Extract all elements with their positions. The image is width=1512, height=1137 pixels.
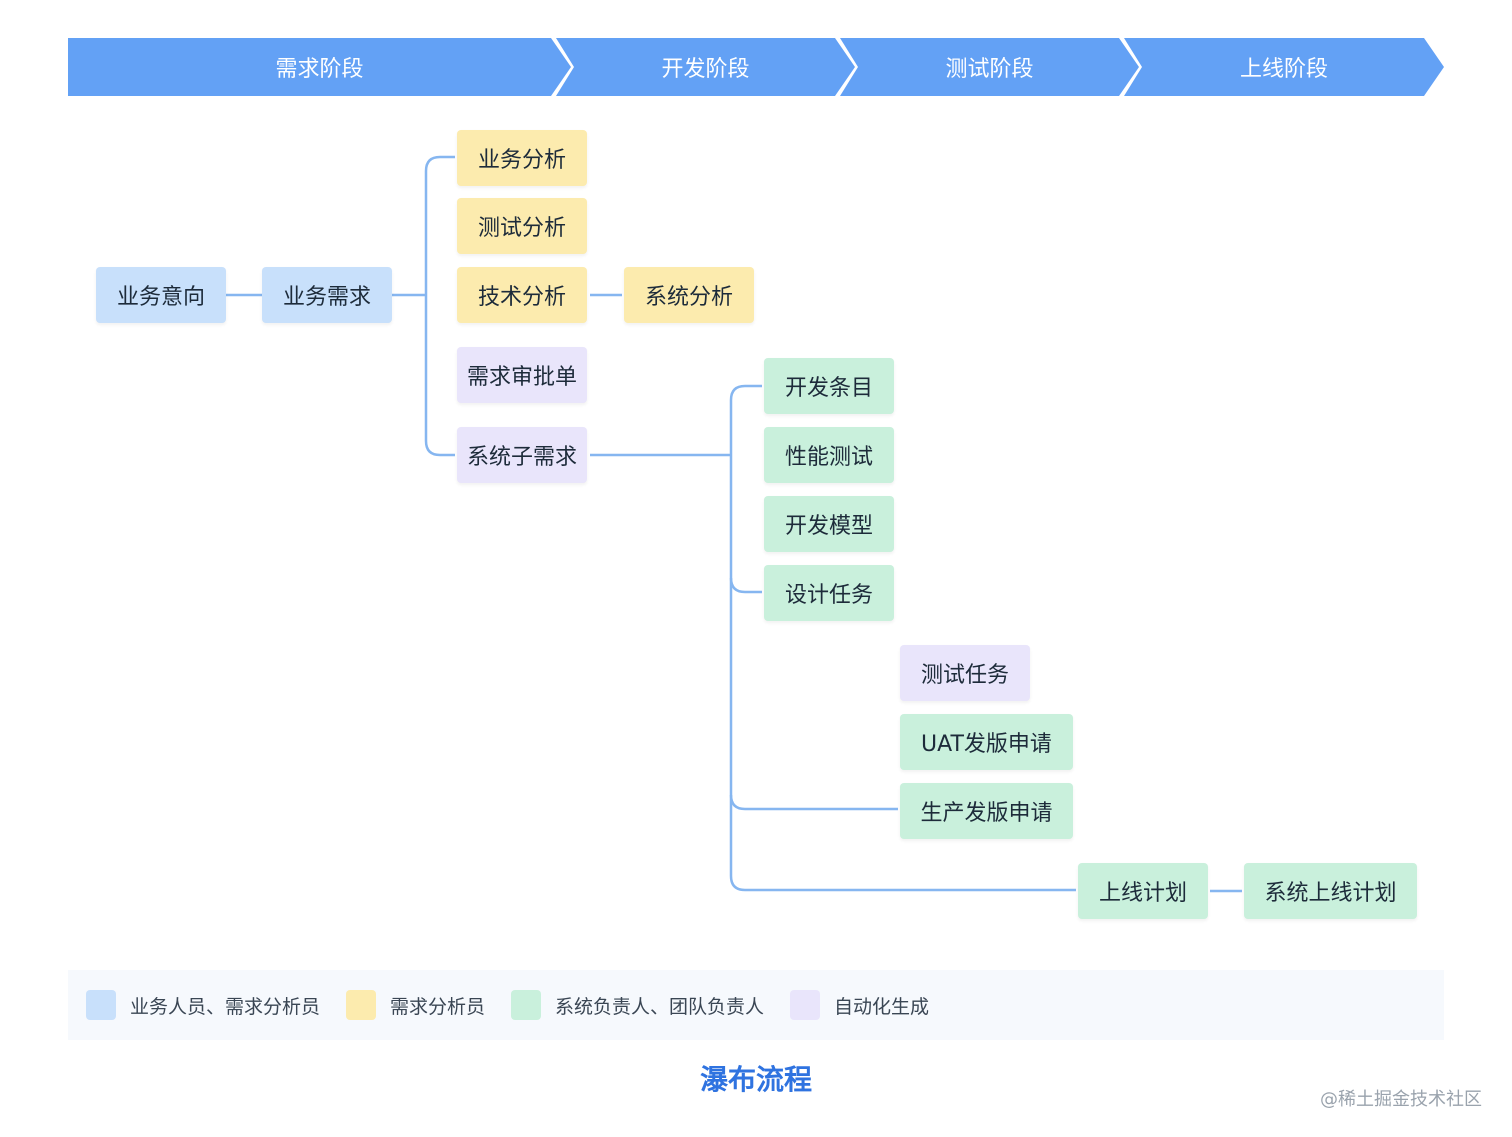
diagram-title: 瀑布流程: [699, 1063, 812, 1096]
phase-release: 上线阶段: [1124, 38, 1444, 96]
connector-prod-release: [729, 794, 898, 811]
phase-label: 测试阶段: [945, 57, 1034, 82]
node-test-task: 测试任务: [900, 645, 1030, 701]
node-dev-model: 开发模型: [764, 496, 894, 552]
phase-label: 需求阶段: [275, 57, 364, 82]
phase-development: 开发阶段: [556, 38, 855, 96]
node-business-intent: 业务意向: [96, 267, 226, 323]
phase-requirements: 需求阶段: [68, 38, 571, 96]
node-performance-test: 性能测试: [764, 427, 894, 483]
node-business-analysis: 业务分析: [457, 130, 587, 186]
node-system-sub-requirement: 系统子需求: [457, 427, 587, 483]
legend-label: 系统负责人、团队负责人: [555, 995, 765, 1018]
connector-demand-branch: [424, 155, 455, 457]
legend: 业务人员、需求分析员 需求分析员 系统负责人、团队负责人 自动化生成: [68, 970, 1444, 1040]
node-uat-release-request: UAT发版申请: [900, 714, 1073, 770]
node-requirement-approval: 需求审批单: [457, 347, 587, 403]
legend-label: 业务人员、需求分析员: [130, 995, 321, 1018]
node-system-release-plan: 系统上线计划: [1244, 863, 1417, 919]
legend-item-business: 业务人员、需求分析员: [86, 990, 320, 1020]
node-dev-item: 开发条目: [764, 358, 894, 414]
phase-banner: 需求阶段 开发阶段 测试阶段 上线阶段: [0, 0, 1512, 100]
node-test-analysis: 测试分析: [457, 198, 587, 254]
node-system-analysis: 系统分析: [624, 267, 754, 323]
legend-swatch: [86, 990, 116, 1020]
legend-label: 需求分析员: [390, 995, 486, 1018]
node-tech-analysis: 技术分析: [457, 267, 587, 323]
phase-label: 开发阶段: [661, 57, 750, 82]
legend-item-automated: 自动化生成: [790, 990, 929, 1020]
legend-item-analyst: 需求分析员: [346, 990, 485, 1020]
node-business-requirement: 业务需求: [262, 267, 392, 323]
node-release-plan: 上线计划: [1078, 863, 1208, 919]
legend-swatch: [790, 990, 821, 1020]
phase-label: 上线阶段: [1239, 57, 1328, 82]
legend-item-system-owner: 系统负责人、团队负责人: [511, 990, 764, 1020]
connector-design-task: [729, 577, 762, 594]
phase-testing: 测试阶段: [840, 38, 1139, 96]
node-design-task: 设计任务: [764, 565, 894, 621]
watermark: @稀土掘金技术社区: [1320, 1089, 1482, 1110]
legend-swatch: [511, 990, 542, 1020]
legend-label: 自动化生成: [834, 995, 930, 1018]
legend-swatch: [346, 990, 377, 1020]
node-prod-release-request: 生产发版申请: [900, 783, 1073, 839]
